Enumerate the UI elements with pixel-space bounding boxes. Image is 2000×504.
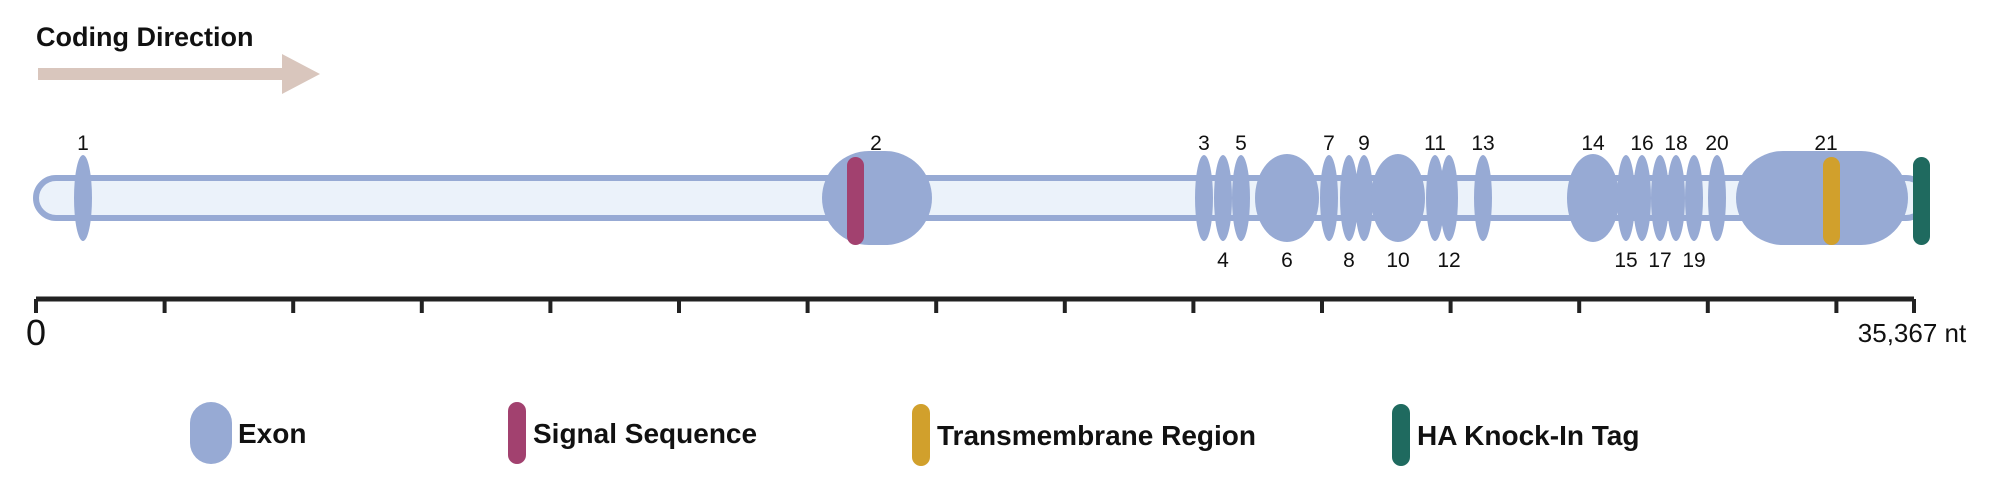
exon-14 (1567, 154, 1619, 242)
exon-label-12: 12 (1437, 249, 1460, 272)
exon-label-11: 11 (1424, 132, 1446, 155)
ha-knock-in-tag-marker (1913, 157, 1930, 245)
exon-label-13: 13 (1471, 132, 1494, 155)
exon-label-21: 21 (1814, 132, 1837, 155)
exon-13 (1474, 155, 1492, 241)
exon-label-4: 4 (1217, 249, 1229, 272)
exon-8 (1340, 155, 1358, 241)
legend-item-ha-knock-in-tag: HA Knock-In Tag (1392, 404, 1639, 466)
exon-5 (1232, 155, 1250, 241)
exon-17 (1651, 155, 1669, 241)
legend-signal-sequence-swatch (508, 402, 526, 464)
axis-start-label: 0 (26, 312, 46, 353)
legend-transmembrane-region-label: Transmembrane Region (937, 420, 1256, 451)
exon-6 (1255, 154, 1319, 242)
legend-item-signal-sequence: Signal Sequence (508, 402, 757, 464)
exon-7 (1320, 155, 1338, 241)
exon-label-5: 5 (1235, 132, 1247, 155)
exon-label-1: 1 (77, 132, 89, 155)
exon-label-14: 14 (1581, 132, 1605, 155)
signal-sequence-marker (847, 157, 864, 245)
legend: Exon Signal Sequence Transmembrane Regio… (190, 402, 1639, 466)
exon-1 (74, 155, 92, 241)
exon-4 (1214, 155, 1232, 241)
exon-16 (1633, 155, 1651, 241)
exon-label-18: 18 (1664, 132, 1687, 155)
exon-9 (1355, 155, 1373, 241)
exon-18 (1667, 155, 1685, 241)
legend-ha-knock-in-tag-label: HA Knock-In Tag (1417, 420, 1639, 451)
exon-label-17: 17 (1648, 249, 1671, 272)
exon-21 (1736, 151, 1908, 245)
exon-12 (1440, 155, 1458, 241)
exon-label-8: 8 (1343, 249, 1355, 272)
exon-label-10: 10 (1386, 249, 1409, 272)
legend-ha-knock-in-tag-swatch (1392, 404, 1410, 466)
exon-2 (822, 151, 932, 245)
exon-11 (1426, 155, 1444, 241)
legend-transmembrane-region-swatch (912, 404, 930, 466)
exon-20 (1708, 155, 1726, 241)
nucleotide-axis (34, 296, 1916, 313)
exon-label-16: 16 (1630, 132, 1653, 155)
exon-19 (1685, 155, 1703, 241)
legend-exon-swatch (190, 402, 232, 464)
exon-label-2: 2 (870, 132, 882, 155)
legend-signal-sequence-label: Signal Sequence (533, 418, 757, 449)
exon-label-19: 19 (1682, 249, 1705, 272)
exon-15 (1617, 155, 1635, 241)
exon-3 (1195, 155, 1213, 241)
axis-end-label: 35,367 nt (1858, 318, 1967, 348)
exon-label-20: 20 (1705, 132, 1728, 155)
legend-item-transmembrane-region: Transmembrane Region (912, 404, 1256, 466)
legend-item-exon: Exon (190, 402, 306, 464)
coding-direction-title: Coding Direction (36, 22, 254, 52)
exon-label-3: 3 (1198, 132, 1210, 155)
coding-direction-arrow (38, 54, 320, 94)
exon-label-9: 9 (1358, 132, 1370, 155)
legend-exon-label: Exon (238, 418, 306, 449)
exon-label-6: 6 (1281, 249, 1293, 272)
exon-10 (1371, 154, 1425, 242)
exon-label-7: 7 (1323, 132, 1335, 155)
exon-label-15: 15 (1614, 249, 1637, 272)
transmembrane-region-marker (1823, 157, 1840, 245)
